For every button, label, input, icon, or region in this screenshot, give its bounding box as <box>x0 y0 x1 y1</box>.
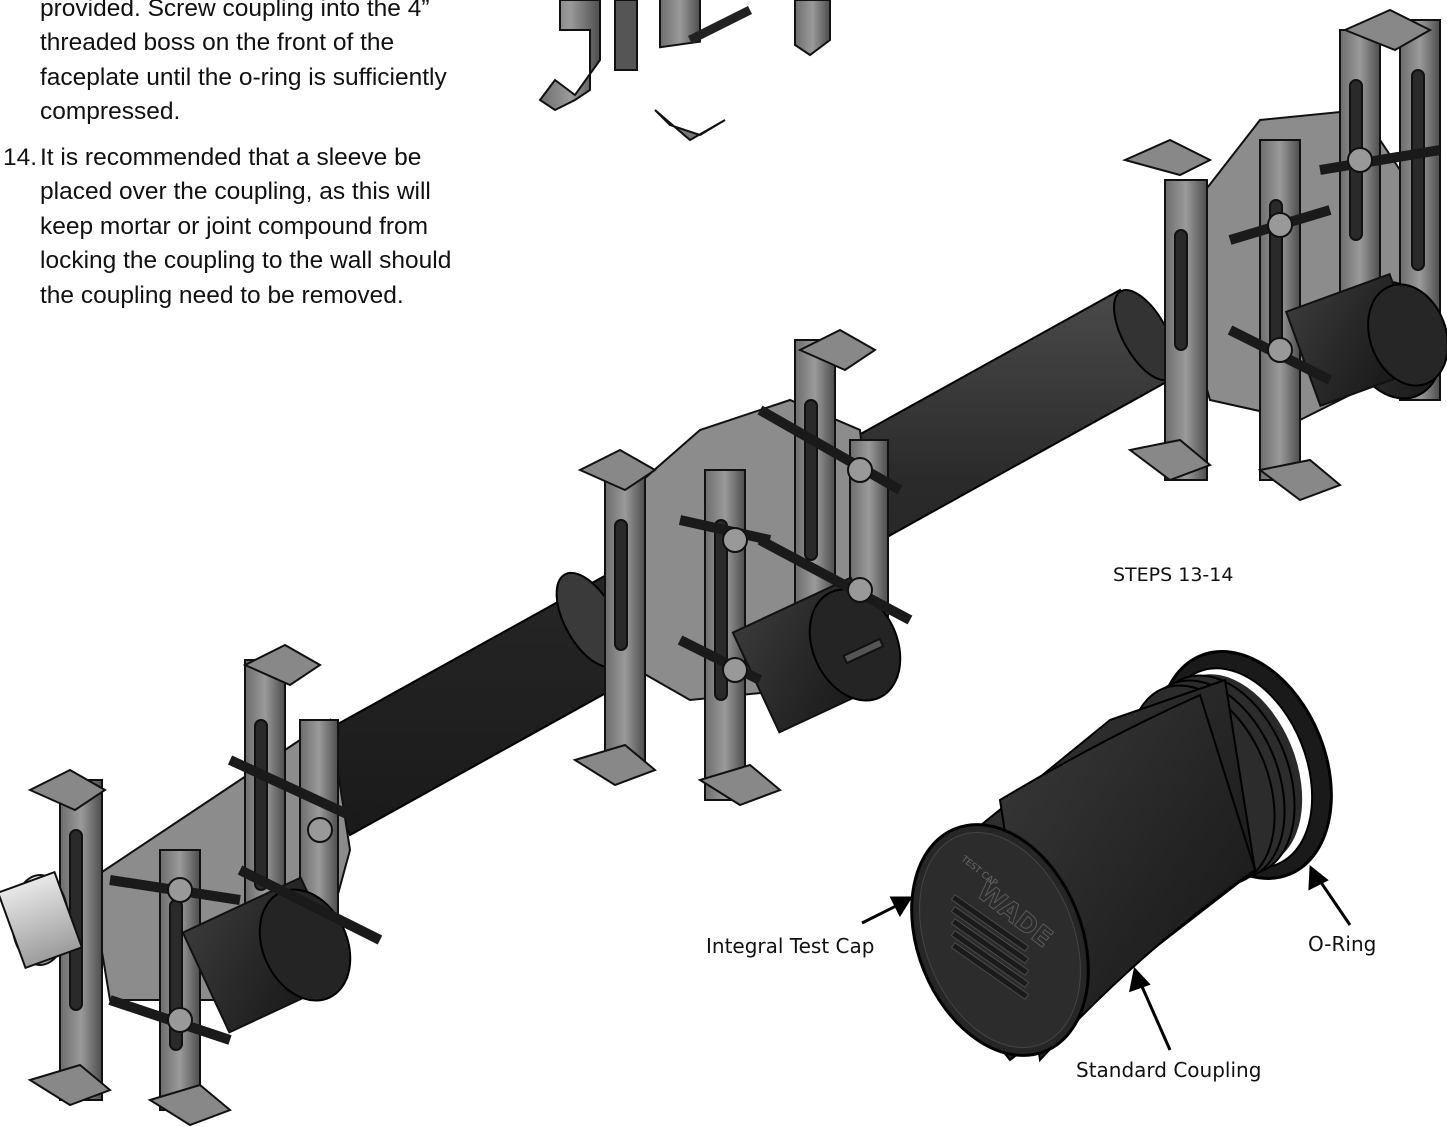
bracket-assembly-right <box>1122 8 1447 502</box>
steps-label: STEPS 13-14 <box>1113 564 1234 586</box>
bracket-assembly-left <box>0 643 383 1127</box>
callout-standard-coupling: Standard Coupling <box>1076 1058 1262 1082</box>
coupling-detail: WADE TEST CAP <box>910 650 1333 1063</box>
step14-line-4: locking the coupling to the wall should <box>40 247 452 274</box>
step14-number: 14. <box>3 144 38 171</box>
bracket-assembly-middle <box>572 328 913 807</box>
step13-line-4: compressed. <box>40 98 181 125</box>
callout-arrows <box>861 864 1352 1051</box>
step13-line-1: provided. Screw coupling into the 4” <box>40 0 430 22</box>
step14-line-2: placed over the coupling, as this will <box>40 178 431 205</box>
step13-line-2: threaded boss on the front of the <box>40 29 395 56</box>
step14-line-5: the coupling need to be removed. <box>40 282 404 309</box>
callout-integral-test-cap: Integral Test Cap <box>706 934 875 958</box>
step13-line-3: faceplate until the o-ring is sufficient… <box>40 64 447 91</box>
step14-line-1: It is recommended that a sleeve be <box>40 144 422 171</box>
callout-o-ring: O-Ring <box>1308 932 1377 956</box>
top-bracket-partial <box>538 0 831 142</box>
step14-line-3: keep mortar or joint compound from <box>40 213 429 240</box>
